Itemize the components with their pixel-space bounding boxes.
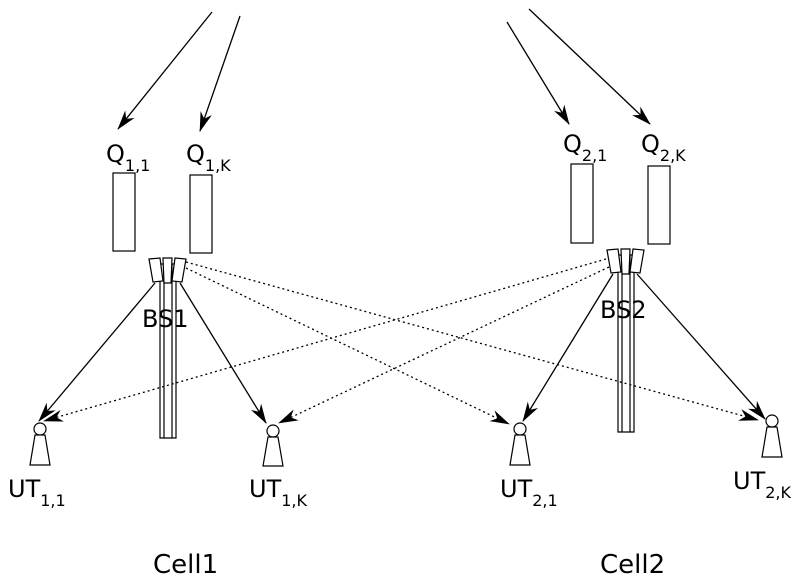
arrival-arrow-q21 bbox=[506, 21, 570, 125]
ut-2-k-icon bbox=[761, 414, 783, 458]
link-bs2-ut2k bbox=[636, 273, 766, 420]
base-station-2 bbox=[606, 248, 645, 433]
queue-buffer-q21 bbox=[570, 163, 594, 244]
queue-label-q11: Q1,1 bbox=[106, 140, 150, 175]
ut-label-1-1: UT1,1 bbox=[8, 475, 66, 510]
queue-buffer-q2k bbox=[647, 165, 671, 245]
queue-buffer-q1k bbox=[189, 174, 213, 254]
arrival-arrow-q11 bbox=[117, 11, 213, 130]
queue-label-q2k: Q2,K bbox=[641, 130, 686, 165]
interference-links bbox=[43, 258, 759, 425]
ut-1-1-icon bbox=[29, 422, 51, 466]
link-bs1-ut1k bbox=[179, 282, 267, 424]
arrival-arrow-q2k bbox=[528, 8, 651, 125]
cell1-label: Cell1 bbox=[153, 550, 218, 580]
bs1-label: BS1 bbox=[142, 305, 189, 333]
ut-2-1-icon bbox=[509, 422, 531, 466]
ut-label-2-k: UT2,K bbox=[733, 467, 792, 502]
queue-label-q1k: Q1,K bbox=[186, 140, 231, 175]
arrival-arrow-q1k bbox=[199, 15, 241, 132]
link-bs2-ut21 bbox=[522, 273, 614, 422]
queue-buffers bbox=[112, 163, 671, 254]
link-bs1-ut11 bbox=[38, 282, 156, 422]
ut-1-k-icon bbox=[262, 424, 284, 467]
bs1-mast bbox=[159, 263, 177, 439]
bs2-mast bbox=[617, 254, 635, 433]
user-terminals bbox=[29, 414, 783, 467]
bs2-antenna-left bbox=[606, 248, 622, 274]
cell2-label: Cell2 bbox=[600, 550, 665, 580]
interference-bs1-ut21 bbox=[185, 267, 510, 425]
base-station-1 bbox=[148, 257, 187, 439]
ut-label-2-1: UT2,1 bbox=[500, 475, 558, 510]
serving-links bbox=[38, 273, 766, 424]
bs2-antenna-right bbox=[629, 248, 645, 274]
queue-buffer-q11 bbox=[112, 172, 136, 252]
interference-bs2-ut11 bbox=[43, 258, 607, 422]
bs1-antenna-left bbox=[148, 257, 164, 283]
queue-label-q21: Q2,1 bbox=[563, 130, 607, 165]
interference-bs2-ut1k bbox=[278, 266, 610, 424]
interference-bs1-ut2k bbox=[185, 261, 759, 421]
ut-label-1-k: UT1,K bbox=[249, 475, 308, 510]
bs2-antenna-mid bbox=[620, 248, 631, 275]
arrival-arrows bbox=[117, 8, 651, 132]
bs1-antenna-mid bbox=[162, 257, 173, 284]
bs1-antenna-right bbox=[171, 257, 187, 283]
bs2-label: BS2 bbox=[600, 296, 647, 324]
